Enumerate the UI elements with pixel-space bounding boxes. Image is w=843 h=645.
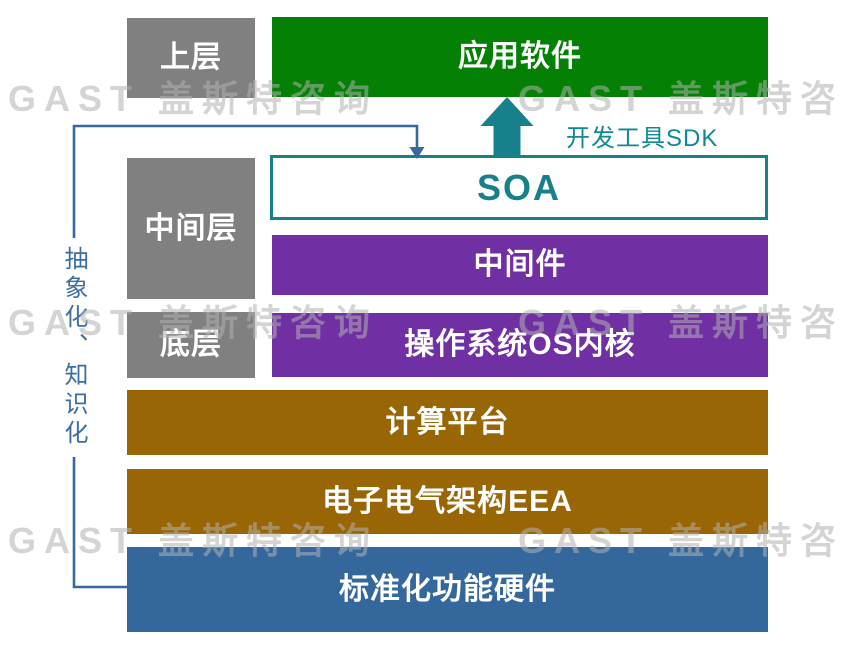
side-label-abstraction: 抽象化、知识化 (54, 238, 93, 457)
box-os-kernel: 操作系统OS内核 (272, 313, 768, 377)
box-application-software: 应用软件 (272, 17, 768, 97)
layer-label-upper: 上层 (127, 18, 255, 98)
box-eea: 电子电气架构EEA (127, 469, 768, 534)
box-standardized-hardware: 标准化功能硬件 (127, 547, 768, 632)
box-soa: SOA (270, 155, 768, 220)
box-computing-platform: 计算平台 (127, 390, 768, 455)
sdk-label: 开发工具SDK (566, 125, 719, 152)
box-middleware: 中间件 (272, 235, 768, 295)
layer-label-middle: 中间层 (127, 158, 255, 299)
layer-label-bottom: 底层 (127, 312, 255, 378)
